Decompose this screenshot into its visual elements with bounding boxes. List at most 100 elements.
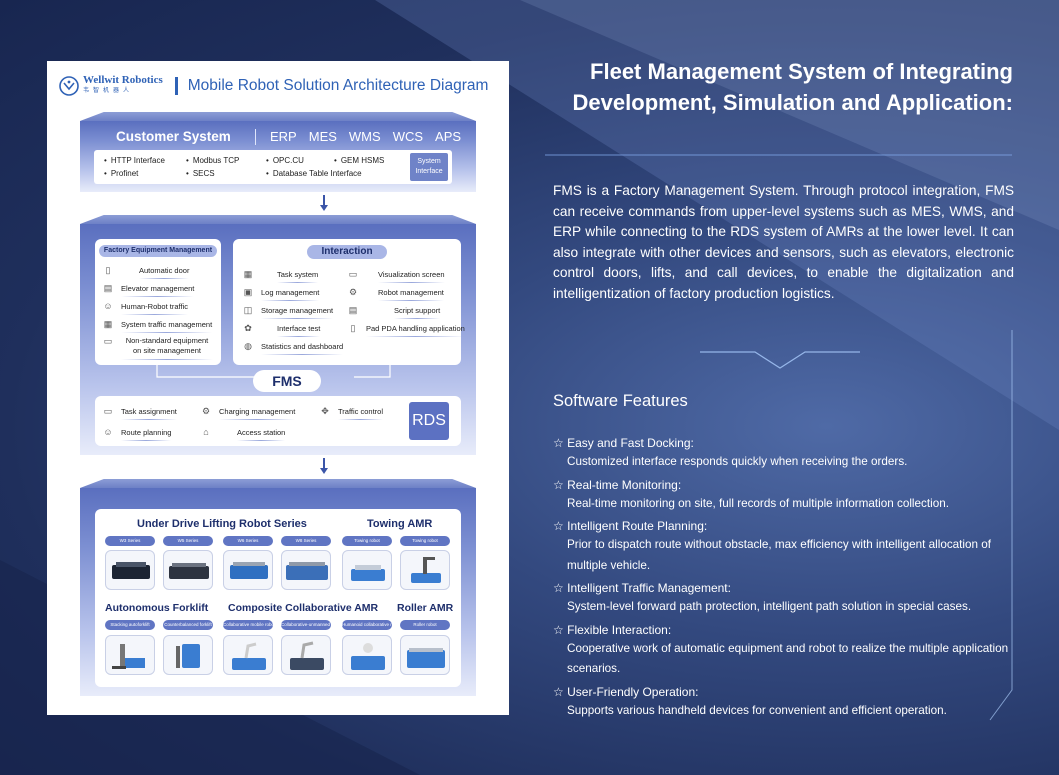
diagram-title: Mobile Robot Solution Architecture Diagr… <box>187 77 489 94</box>
robot-icon: ⚙ <box>348 287 358 297</box>
series-chip: W3 Series <box>105 536 155 546</box>
rds-item: ⚙Charging management <box>201 406 296 420</box>
feature-description: Cooperative work of automatic equipment … <box>567 641 1009 676</box>
factory-item: ▦System traffic management <box>103 319 213 333</box>
rds-item: ✥Traffic control <box>321 406 384 420</box>
star-icon: ☆ <box>553 519 564 533</box>
robot-image <box>163 635 213 675</box>
script-icon: ▤ <box>348 305 358 315</box>
system-aps: APS <box>435 129 462 144</box>
intro-paragraph: FMS is a Factory Management System. Thro… <box>553 183 1014 301</box>
series-chip: W6 Series <box>223 536 273 546</box>
customer-systems: ERP MES WMS WCS APS <box>270 129 461 144</box>
diagram-header: Wellwit Robotics 韦智机器人 Mobile Robot Solu… <box>59 73 488 99</box>
interaction-title: Interaction <box>307 245 387 259</box>
series-title: Composite Collaborative AMR <box>228 602 379 614</box>
fms-layer: Factory Equipment Management ▯Automatic … <box>80 224 476 455</box>
feature-title: Flexible Interaction: <box>567 622 672 637</box>
screen-icon: ▭ <box>348 269 358 279</box>
customer-system-layer: Customer System ERP MES WMS WCS APS HTTP… <box>80 121 476 192</box>
robot-image <box>281 635 331 675</box>
interaction-item: ◫Storage management <box>243 305 334 319</box>
series-title: Towing AMR <box>367 518 433 530</box>
monitor-icon: ▭ <box>103 336 113 346</box>
series-title: Under Drive Lifting Robot Series <box>137 518 307 530</box>
system-erp: ERP <box>270 129 297 144</box>
star-icon: ☆ <box>553 436 564 450</box>
robot-image <box>223 550 273 590</box>
page-headline: Fleet Management System of Integrating D… <box>572 59 1013 115</box>
elevator-icon: ▤ <box>103 283 113 293</box>
customer-layer-cap <box>80 112 476 121</box>
feature-title: Intelligent Route Planning: <box>567 519 708 533</box>
interaction-panel: Interaction ▦Task system ▣Log management… <box>233 239 465 365</box>
robot-image <box>342 635 392 675</box>
traffic-icon: ✥ <box>321 406 329 416</box>
logo-name: Wellwit Robotics <box>83 74 163 86</box>
factory-equipment-title: Factory Equipment Management <box>99 245 217 257</box>
feature-item: ☆ Easy and Fast Docking: Customized inte… <box>553 435 1023 473</box>
star-icon: ☆ <box>553 477 564 492</box>
system-mes: MES <box>308 129 337 144</box>
task-icon: ▦ <box>243 269 253 279</box>
series-chip: Collaborative-unmanned mobile robot <box>281 620 331 630</box>
charging-icon: ⚙ <box>201 406 211 416</box>
fms-connector-lines <box>156 365 391 378</box>
logo-text: Wellwit Robotics 韦智机器人 <box>83 75 163 97</box>
station-icon: ⌂ <box>203 427 209 437</box>
system-wms: WMS <box>348 129 381 144</box>
rds-item: ☺Route planning <box>103 427 172 441</box>
feature-description: Customized interface responds quickly wh… <box>567 455 908 468</box>
robot-image <box>342 550 392 590</box>
robot-image <box>105 635 155 675</box>
feature-item: ☆ Intelligent Traffic Management: System… <box>553 580 1023 618</box>
series-chip: Counterbalanced forklift <box>163 620 213 630</box>
fms-label: FMS <box>253 370 321 392</box>
person-icon: ☺ <box>103 301 113 311</box>
system-interface-badge: System Interface <box>410 153 448 181</box>
feature-item: ☆ Flexible Interaction: Cooperative work… <box>553 622 1023 680</box>
interface-item: Profinet <box>104 169 139 178</box>
series-title: Autonomous Forklift <box>105 602 209 614</box>
software-features-list: ☆ Easy and Fast Docking: Customized inte… <box>553 435 1023 725</box>
interaction-item: ▦Task system <box>243 269 319 283</box>
series-chip: Towing robot <box>400 536 450 546</box>
interaction-item: ▣Log management <box>243 287 320 301</box>
interaction-item: ▭Visualization screen <box>348 269 445 283</box>
log-icon: ▣ <box>243 287 253 297</box>
robot-image <box>281 550 331 590</box>
header-divider <box>174 77 178 95</box>
factory-item: ▤Elevator management <box>103 283 195 297</box>
series-chip: Stacking autoforklift <box>105 620 155 630</box>
feature-description: System-level forward path protection, in… <box>567 600 972 613</box>
customer-divider <box>255 129 256 145</box>
customer-system-title: Customer System <box>116 129 231 144</box>
software-features-title: Software Features <box>553 392 688 410</box>
feature-item: ☆ Real-time Monitoring: Real-time monito… <box>553 477 1023 515</box>
rds-panel: ▭Task assignment ⚙Charging management ✥T… <box>95 396 461 446</box>
star-icon: ☆ <box>553 622 564 637</box>
feature-item: ☆ User-Friendly Operation: Supports vari… <box>553 684 1023 722</box>
feature-title: Real-time Monitoring: <box>567 477 682 492</box>
interaction-item: ▤Script support <box>348 305 441 319</box>
rds-item: ⌂Access station <box>201 427 286 441</box>
robot-image <box>163 550 213 590</box>
series-chip: Roller robot <box>400 620 450 630</box>
series-chip: Towing robot <box>342 536 392 546</box>
robot-image <box>400 635 450 675</box>
series-chip: Collaborative mobile robot <box>223 620 273 630</box>
rds-item: ▭Task assignment <box>103 406 177 420</box>
rds-badge: RDS <box>409 402 449 440</box>
feature-title: User-Friendly Operation: <box>567 684 699 699</box>
interface-item: GEM HSMS <box>334 156 385 165</box>
factory-item: ▭Non-standard equipment on site manageme… <box>103 336 213 360</box>
fms-layer-cap <box>80 215 476 224</box>
factory-item: ☺Human-Robot traffic <box>103 301 188 315</box>
interaction-item: ▯Pad PDA handling application <box>348 323 465 337</box>
system-wcs: WCS <box>392 129 424 144</box>
tablet-icon: ▯ <box>350 323 356 333</box>
factory-equipment-panel: Factory Equipment Management ▯Automatic … <box>95 239 221 365</box>
dashboard-icon: ◍ <box>244 341 252 351</box>
feature-description: Prior to dispatch route without obstacle… <box>567 538 992 572</box>
feature-description: Supports various handheld devices for co… <box>567 703 947 717</box>
